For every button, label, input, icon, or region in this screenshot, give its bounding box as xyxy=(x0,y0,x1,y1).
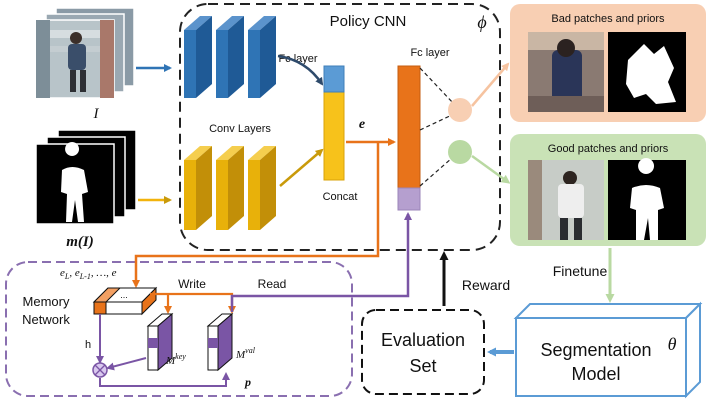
fc-to-bad-dashed-2 xyxy=(419,113,455,131)
sequence-label: eL, eL-1, …, e xyxy=(60,267,117,281)
seq-sub-L: L xyxy=(64,272,70,281)
fc-to-good-dashed xyxy=(419,157,453,187)
memory-label-line1: Memory xyxy=(23,294,70,309)
concat-vector xyxy=(323,65,345,181)
svg-text:eL, eL-1, …, e: eL, eL-1, …, e xyxy=(60,267,117,281)
good-panel-title: Good patches and priors xyxy=(548,143,669,155)
mask-label: m(I) xyxy=(66,234,94,250)
write-to-mval-arrow xyxy=(150,292,236,314)
segmentation-label-line2: Model xyxy=(571,364,620,384)
seq-sub-L1: L-1 xyxy=(79,272,91,281)
blue-conv-block-3 xyxy=(248,16,276,98)
evaluation-set-box xyxy=(361,309,485,395)
p-arrow xyxy=(99,372,230,387)
evaluation-label-line2: Set xyxy=(409,356,436,376)
gold-conv-block-1 xyxy=(184,146,212,230)
memory-network-box xyxy=(5,261,353,397)
finetune-label: Finetune xyxy=(553,263,608,279)
theta-symbol: θ xyxy=(668,334,677,354)
bad-patches-panel: Bad patches and priors xyxy=(510,4,706,122)
mkey-to-otimes-arrow xyxy=(106,357,147,371)
mask-stack: m(I) xyxy=(35,129,137,250)
reward-label: Reward xyxy=(462,277,510,293)
bad-patch-image xyxy=(528,32,604,112)
blue-conv-block-1 xyxy=(184,16,212,98)
read-to-fc-arrow xyxy=(230,212,412,312)
fc-layer-label-2: Fc layer xyxy=(410,47,449,59)
seq-eL: e xyxy=(60,267,65,279)
mkey-block xyxy=(146,312,174,372)
mval-label: Mval xyxy=(235,346,256,361)
memory-label-line2: Network xyxy=(22,312,70,327)
good-prior-mask xyxy=(608,158,686,240)
fc-vector xyxy=(397,65,421,211)
e-label: e xyxy=(359,117,365,132)
to-bad-panel-arrow xyxy=(471,62,510,107)
gold-conv-block-3 xyxy=(248,146,276,230)
gold-conv-block-2 xyxy=(216,146,244,230)
input-image-stack: I xyxy=(35,7,135,122)
seq-dots: , …, e xyxy=(91,267,117,279)
h-label: h xyxy=(85,339,91,351)
conv-layers-label: Conv Layers xyxy=(209,123,271,135)
e-to-memory-arrow xyxy=(132,142,380,288)
policy-cnn-title: Policy CNN xyxy=(330,13,407,30)
mval-block xyxy=(206,312,234,372)
fc-layer-label-1: Fc layer xyxy=(278,53,317,65)
gold-conv-layers xyxy=(184,146,276,230)
p-label: p xyxy=(244,375,251,389)
write-block: ... xyxy=(92,286,158,316)
blue-to-concat-arrow xyxy=(277,54,324,86)
blue-conv-layers xyxy=(184,16,276,98)
good-output-node xyxy=(448,140,472,164)
policy-cnn-box xyxy=(179,3,501,251)
good-patches-panel: Good patches and priors xyxy=(510,134,706,246)
fc-to-bad-dashed-1 xyxy=(419,67,455,105)
mask-front xyxy=(35,142,115,225)
mkey-label: Mkey xyxy=(165,352,186,367)
input-image-front xyxy=(35,19,115,99)
svg-text:...: ... xyxy=(120,290,128,300)
bad-panel-title: Bad patches and priors xyxy=(551,13,665,25)
otimes-node xyxy=(92,362,108,378)
to-good-panel-arrow xyxy=(471,154,511,184)
evaluation-label-line1: Evaluation xyxy=(381,330,465,350)
write-label: Write xyxy=(178,277,206,291)
gold-to-concat-arrow xyxy=(279,148,324,187)
bad-output-node xyxy=(448,98,472,122)
concat-label: Concat xyxy=(323,191,358,203)
phi-symbol: ϕ xyxy=(477,12,486,32)
segmentation-model-box xyxy=(513,301,703,399)
good-patch-image xyxy=(528,160,604,240)
read-label: Read xyxy=(258,277,287,291)
image-label: I xyxy=(93,106,100,122)
segmentation-label-line1: Segmentation xyxy=(540,340,651,360)
bad-prior-mask xyxy=(608,32,686,112)
seq-eL1: e xyxy=(75,267,80,279)
blue-conv-block-2 xyxy=(216,16,244,98)
